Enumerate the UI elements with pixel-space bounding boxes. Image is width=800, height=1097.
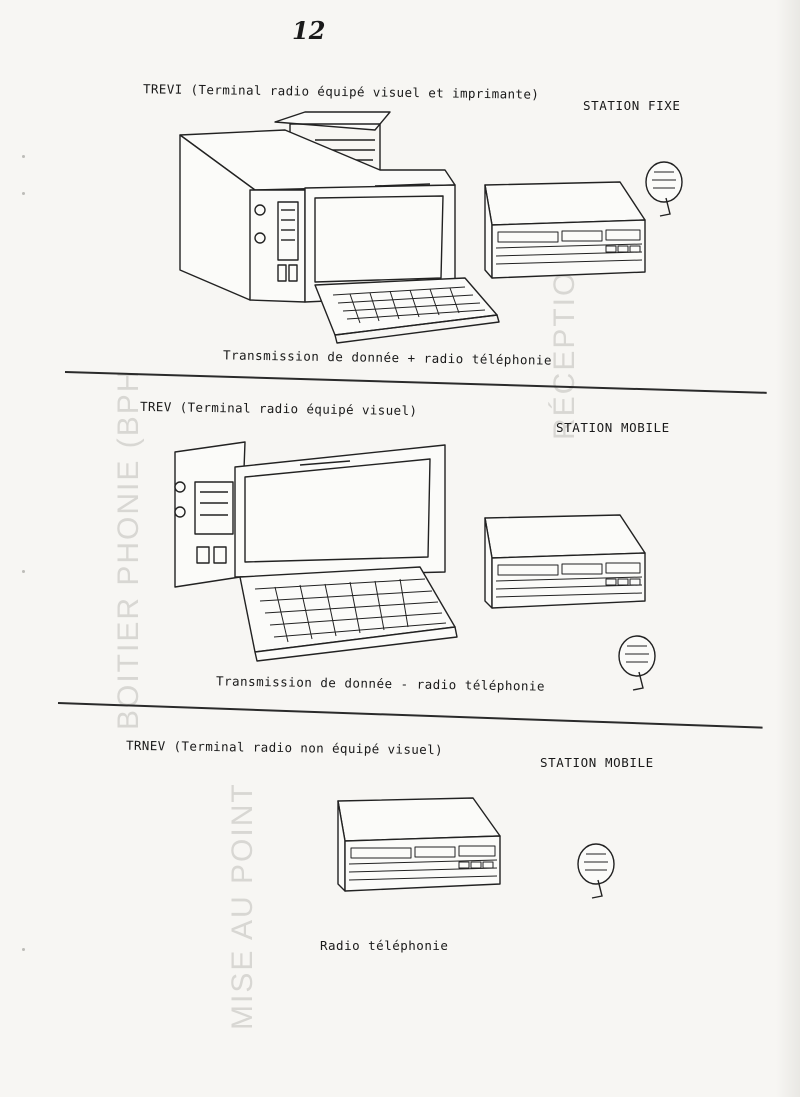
radio-set-icon: [484, 514, 646, 609]
section-3-station: STATION MOBILE: [540, 755, 654, 770]
page-number: 12: [292, 16, 326, 45]
section-1-title: TREVI (Terminal radio équipé visuel et i…: [142, 81, 540, 102]
margin-speck: [22, 192, 25, 195]
margin-speck: [22, 570, 25, 573]
section-2-caption: Transmission de donnée - radio téléphoni…: [215, 673, 546, 694]
visual-terminal-icon: [174, 441, 458, 662]
handset-microphone-icon: [645, 161, 683, 217]
section-3-caption: Radio téléphonie: [320, 938, 449, 953]
radio-set-icon: [484, 181, 646, 279]
section-1-caption: Transmission de donnée + radio téléphoni…: [222, 347, 553, 368]
section-divider: [64, 371, 767, 394]
radio-set-icon: [337, 797, 501, 892]
section-2-station: STATION MOBILE: [556, 420, 670, 435]
section-3-title: TRNEV (Terminal radio non équipé visuel): [125, 737, 444, 758]
margin-speck: [22, 155, 25, 158]
handset-microphone-icon: [618, 635, 656, 691]
page-edge-shadow: [776, 0, 800, 1097]
terminal-with-printer-icon: [179, 111, 500, 344]
margin-speck: [22, 948, 25, 951]
bleed-through-boitier: BOITIER PHONIE (BPH: [112, 368, 145, 730]
section-divider: [57, 702, 763, 729]
handset-microphone-icon: [577, 843, 615, 899]
section-1-station: STATION FIXE: [583, 98, 681, 113]
bleed-through-mise-au-point: MISE AU POINT: [226, 782, 259, 1030]
section-2-title: TREV (Terminal radio équipé visuel): [139, 398, 418, 419]
